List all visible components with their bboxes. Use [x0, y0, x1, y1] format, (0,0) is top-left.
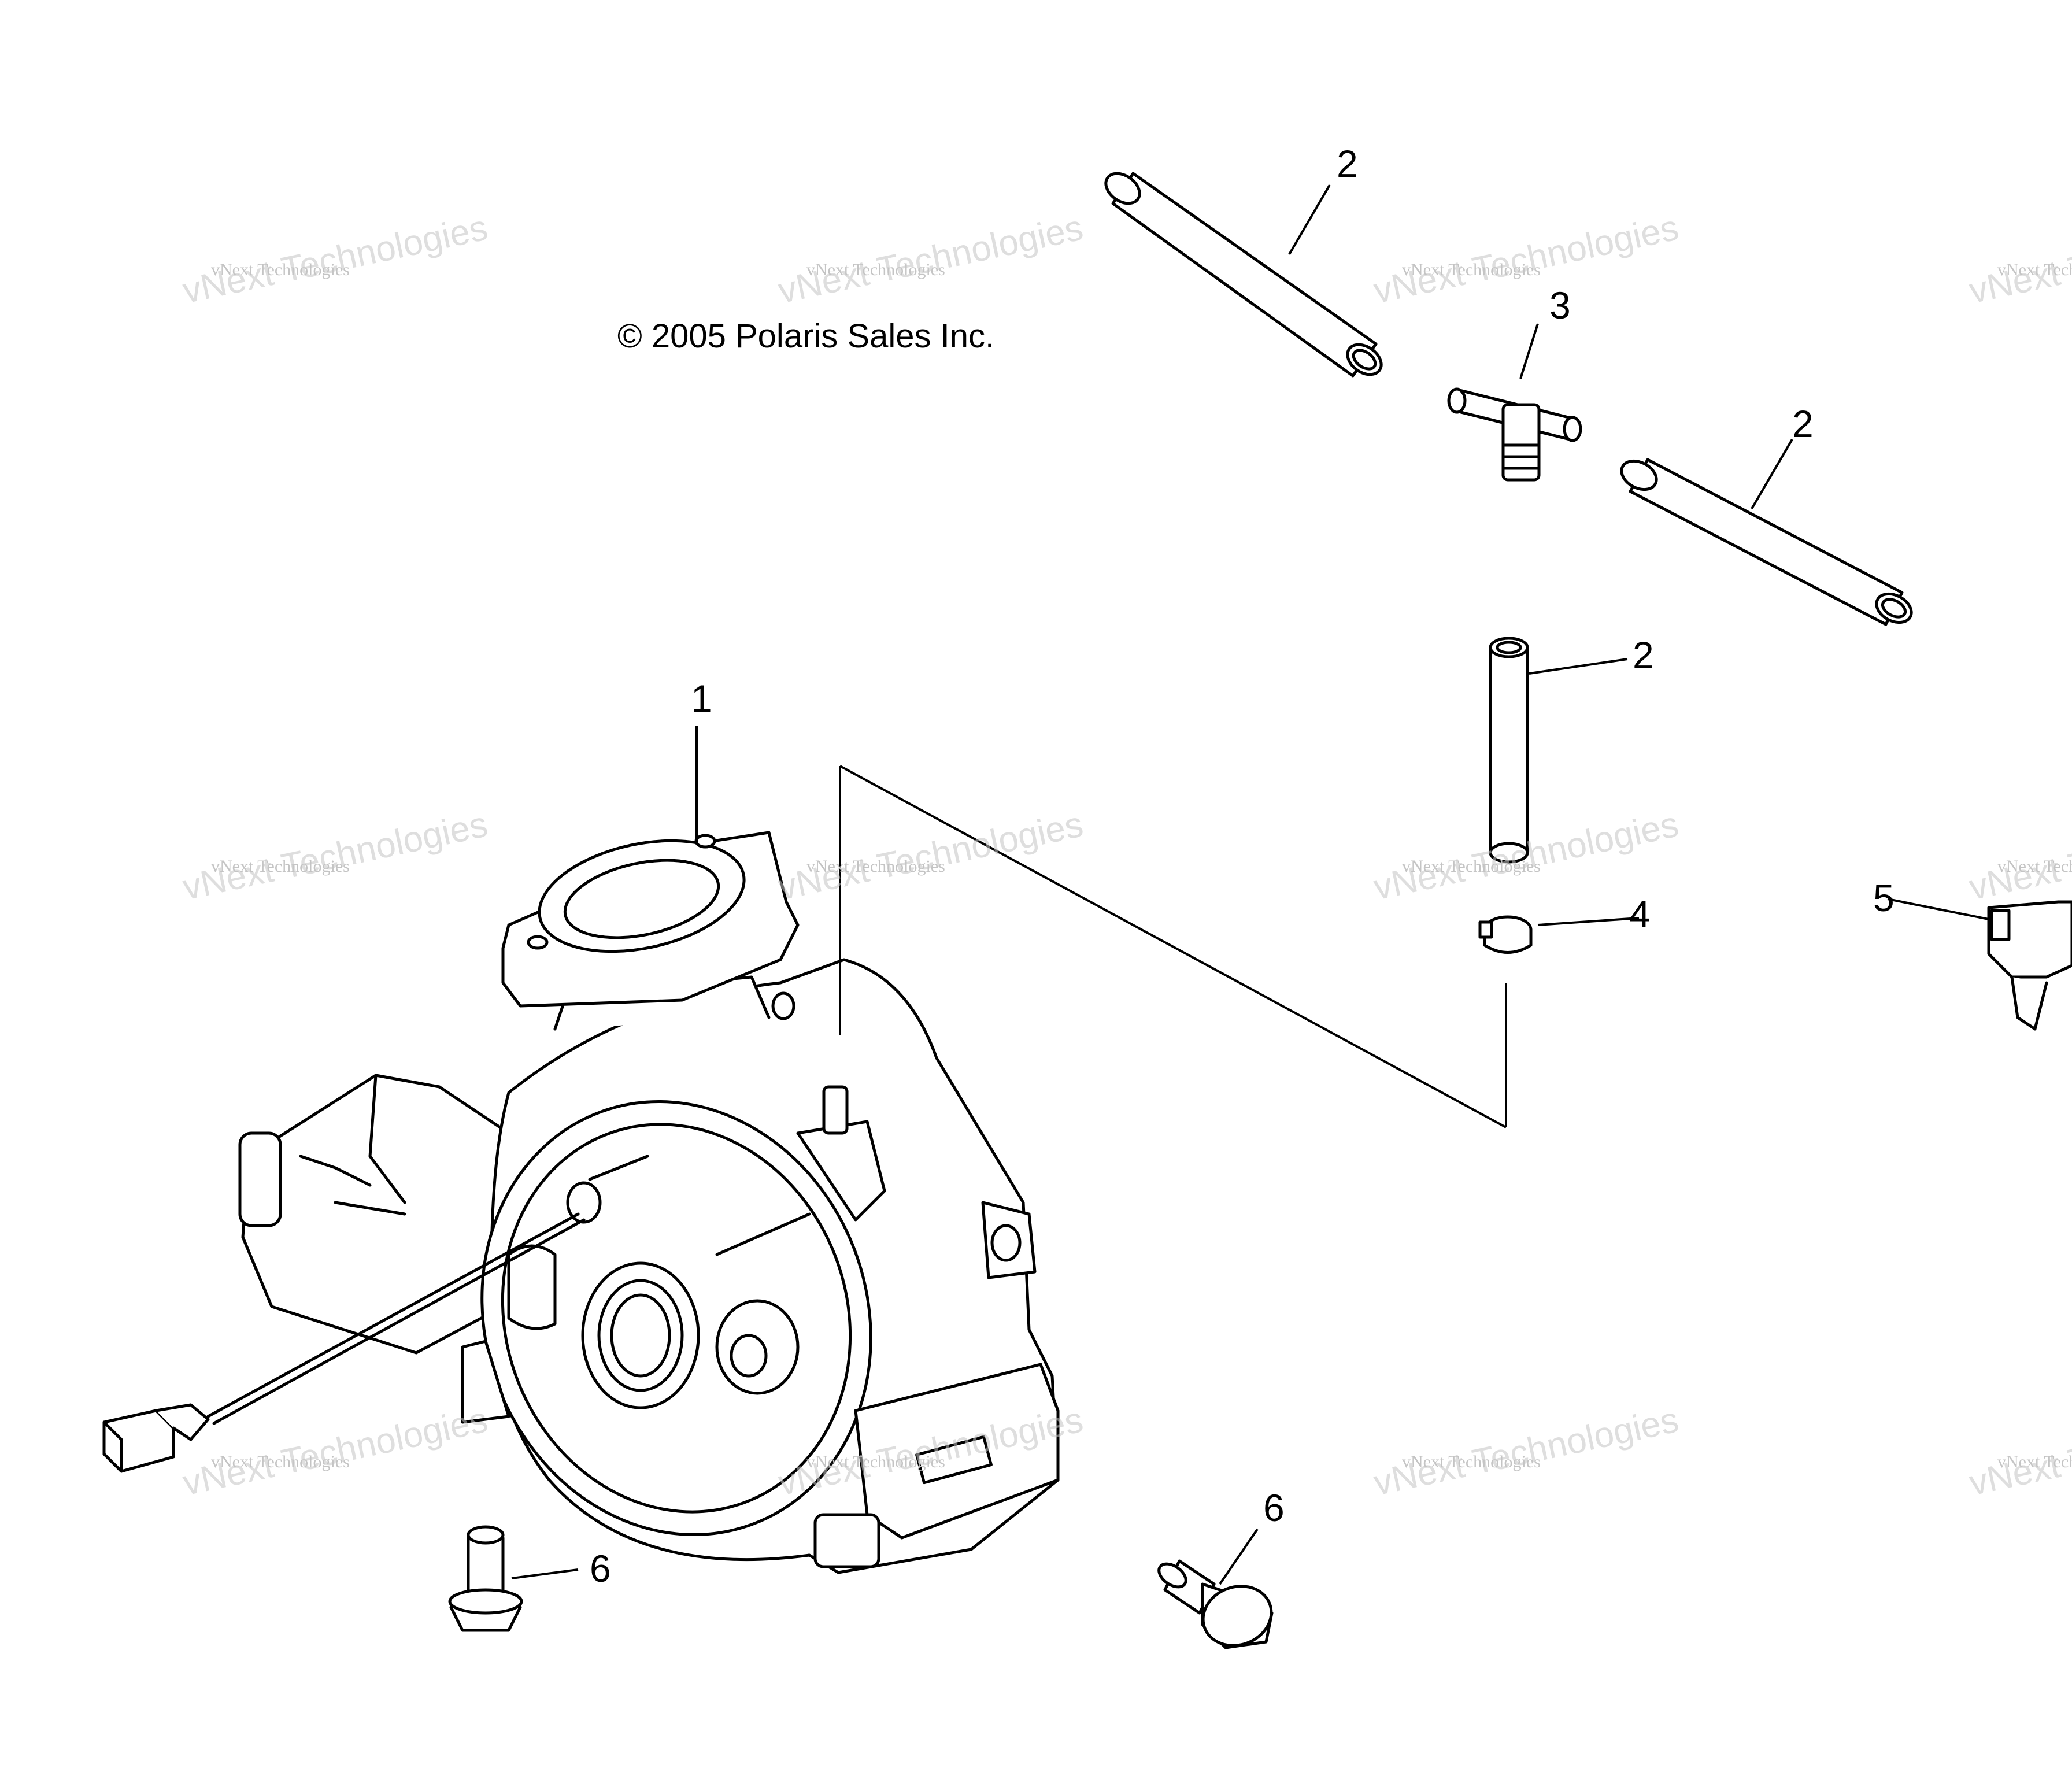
hose-clamp [1478, 915, 1533, 954]
callout-number: 6 [590, 1547, 611, 1590]
hose-right [1620, 458, 1913, 626]
flange-bolt-right [1157, 1559, 1274, 1649]
callout-number: 1 [691, 677, 712, 720]
leader-lines [511, 184, 1989, 1585]
wire-clip [1987, 900, 2072, 1031]
copyright-text: © 2005 Polaris Sales Inc. [617, 317, 995, 355]
wiring-harness [102, 1212, 586, 1473]
gearcase-housing [238, 831, 1060, 1574]
hose-top [1104, 172, 1383, 378]
callout-number: 5 [1873, 876, 1895, 919]
callout-number: 6 [1263, 1486, 1285, 1529]
hose-vertical [1489, 637, 1529, 864]
tee-fitting [1447, 387, 1582, 482]
callout-number: 2 [1633, 634, 1654, 676]
callout-number: 2 [1337, 142, 1358, 185]
callout-number: 4 [1629, 893, 1651, 935]
callout-number: 3 [1549, 284, 1571, 327]
callout-number: 2 [1792, 402, 1814, 445]
flange-bolt-left [448, 1525, 523, 1632]
